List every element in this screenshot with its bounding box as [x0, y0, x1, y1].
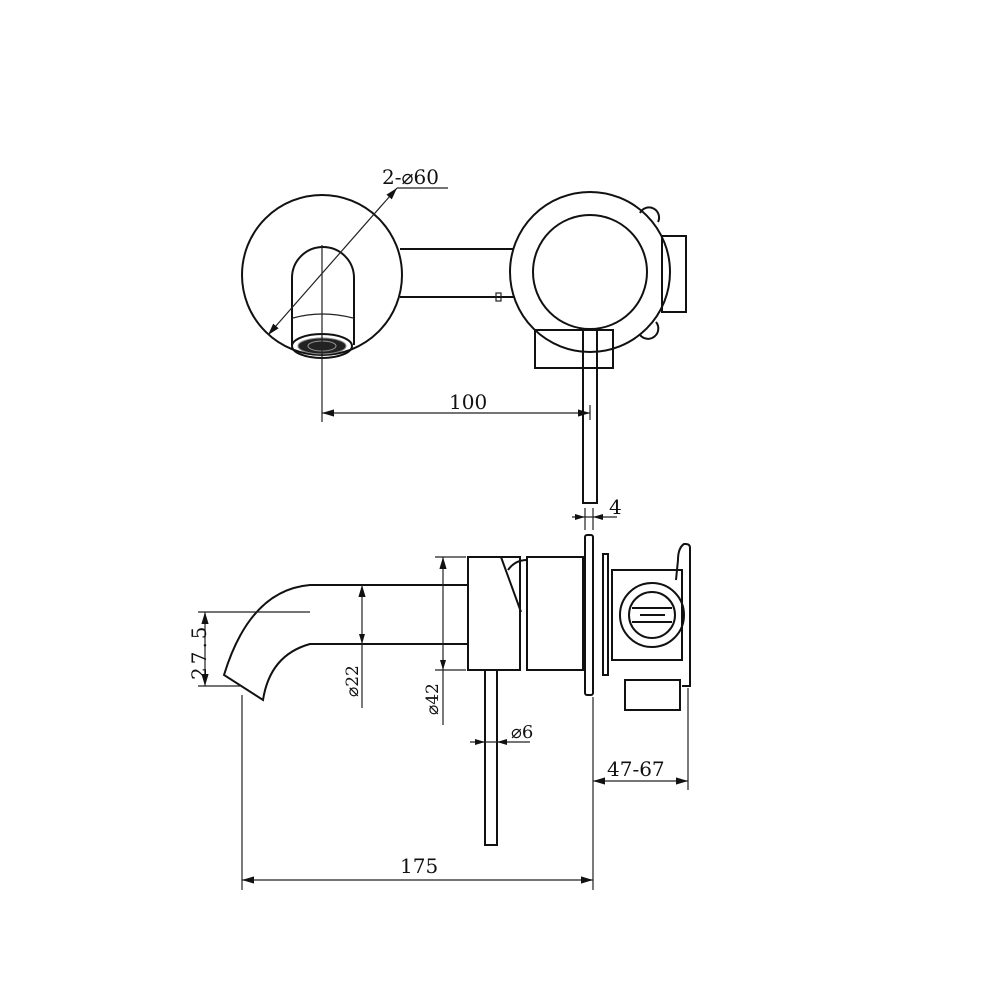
seal-ring: [602, 553, 609, 676]
connecting-pipe: [400, 248, 515, 298]
spout-top: [291, 246, 355, 345]
spout-profile: [222, 584, 468, 702]
arrows-4: [575, 514, 603, 520]
valve-bracket: [675, 543, 691, 687]
spout-diameter-label: ⌀22: [343, 665, 363, 697]
arrows-6: [475, 739, 507, 745]
valve-bottom-bump: [639, 321, 660, 340]
valve-body: [611, 569, 683, 661]
spout-to-handle-label: 100: [449, 390, 487, 414]
diameter-line: [267, 187, 398, 336]
spout-projection-label: 175: [400, 854, 438, 878]
valve-slot: [632, 607, 672, 623]
body-front-block: [467, 556, 521, 671]
plate-diameter-label: 2-⌀60: [382, 165, 439, 189]
valve-port-outer: [619, 582, 685, 648]
spout-drop-label: 27.5: [187, 623, 211, 680]
handle-diameter-label: ⌀6: [511, 722, 533, 743]
flange-thickness-label: 4: [609, 495, 622, 519]
arrow-42: [440, 660, 446, 670]
mixer-body: [532, 214, 648, 330]
mixer-wall-plate: [509, 191, 671, 353]
arrow-22: [359, 634, 365, 644]
body-bevel: [500, 556, 528, 665]
top-view: 2-⌀60 100: [241, 165, 687, 504]
valve-port-inner: [628, 591, 676, 639]
valve-side-lug: [661, 235, 687, 313]
spout-outlet-band: [292, 313, 354, 319]
side-view: 4 27.5 ⌀22 ⌀42 ⌀6 47-67 175: [187, 495, 691, 890]
pipe-tab: [495, 292, 502, 302]
body-diameter-label: ⌀42: [423, 683, 443, 715]
valve-bottom-block: [534, 329, 614, 369]
body-rear-block: [526, 556, 584, 671]
handle-lever-side: [484, 669, 498, 846]
valve-outlet: [624, 679, 681, 711]
wall-flange: [584, 534, 594, 696]
wall-depth-label: 47-67: [607, 757, 665, 781]
